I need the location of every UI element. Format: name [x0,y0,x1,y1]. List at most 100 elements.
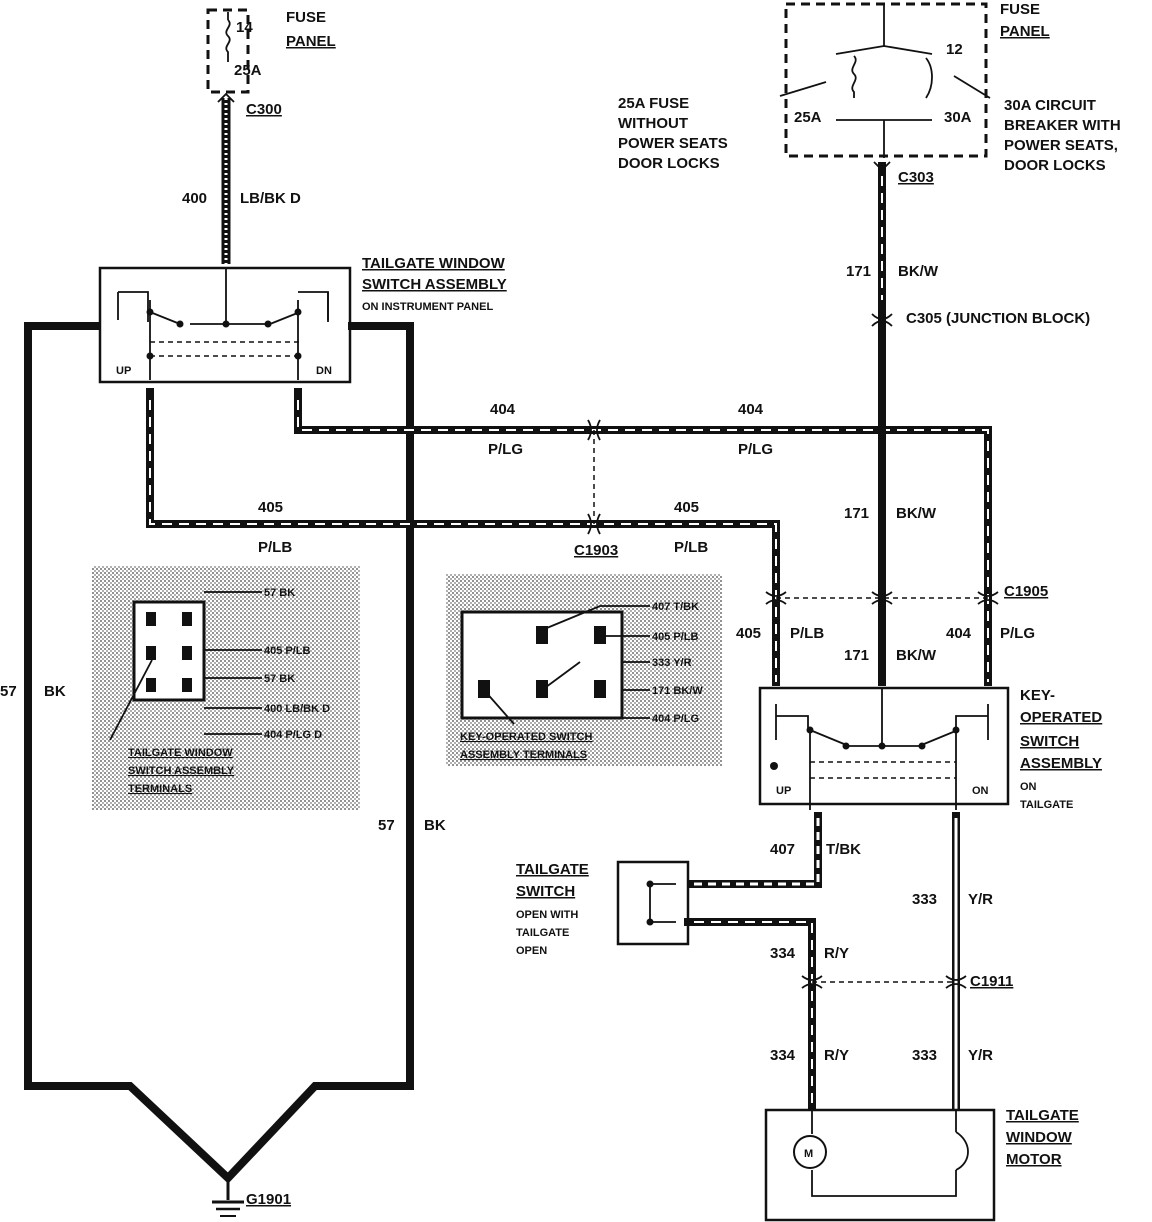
wire-57-loop: 57 BK 57 BK [0,322,446,1184]
svg-text:G1901: G1901 [246,1191,291,1208]
svg-text:405 P/LB: 405 P/LB [652,631,699,643]
svg-text:FUSE: FUSE [1000,1,1040,18]
svg-text:Y/R: Y/R [968,1047,993,1064]
svg-text:400 LB/BK D: 400 LB/BK D [264,703,330,715]
svg-text:SWITCH ASSEMBLY: SWITCH ASSEMBLY [128,765,235,777]
svg-text:171: 171 [844,647,869,664]
svg-text:OPERATED: OPERATED [1020,709,1102,726]
svg-text:C303: C303 [898,169,934,186]
svg-text:P/LB: P/LB [258,539,292,556]
svg-text:SWITCH: SWITCH [516,883,575,900]
svg-text:ON INSTRUMENT PANEL: ON INSTRUMENT PANEL [362,301,493,313]
svg-text:57: 57 [0,683,17,700]
svg-text:57 BK: 57 BK [264,673,295,685]
tailgate-window-switch: UP DN TAILGATE WINDOW SWITCH ASSEMBLY ON… [98,255,507,384]
wire-333: 333 Y/R 333 Y/R [912,812,993,1110]
svg-text:334: 334 [770,1047,796,1064]
svg-text:25A FUSE: 25A FUSE [618,95,689,112]
svg-text:R/Y: R/Y [824,1047,849,1064]
tailgate-switch: TAILGATE SWITCH OPEN WITH TAILGATE OPEN [516,860,690,957]
fuse-note: 25A FUSE WITHOUT POWER SEATS DOOR LOCKS [618,95,728,172]
breaker-note: 30A CIRCUIT BREAKER WITH POWER SEATS, DO… [1004,97,1121,174]
key-operated-switch: UP ON KEY- OPERATED SWITCH ASSEMBLY ON T… [758,686,1102,811]
svg-text:PANEL: PANEL [286,33,336,50]
svg-text:404: 404 [946,625,972,642]
svg-text:ASSEMBLY: ASSEMBLY [1020,755,1102,772]
svg-text:POWER SEATS,: POWER SEATS, [1004,137,1118,154]
svg-text:171: 171 [844,505,869,522]
svg-text:KEY-: KEY- [1020,687,1055,704]
svg-text:POWER SEATS: POWER SEATS [618,135,728,152]
svg-text:25A: 25A [234,62,262,79]
svg-text:TAILGATE: TAILGATE [516,927,569,939]
svg-text:14: 14 [236,19,253,36]
svg-text:TAILGATE: TAILGATE [516,861,589,878]
svg-text:30A CIRCUIT: 30A CIRCUIT [1004,97,1096,114]
wire-171: 171 BK/W C305 (JUNCTION BLOCK) 171 BK/W [844,161,1090,686]
svg-text:12: 12 [946,41,963,58]
svg-text:404: 404 [738,401,764,418]
svg-text:171: 171 [846,263,871,280]
svg-text:25A: 25A [794,109,822,126]
svg-text:OPEN: OPEN [516,945,547,957]
svg-text:TAILGATE WINDOW: TAILGATE WINDOW [128,747,233,759]
svg-text:BK: BK [44,683,66,700]
svg-text:333 Y/R: 333 Y/R [652,657,692,669]
svg-text:BK/W: BK/W [896,505,937,522]
left-terminals-inset: 57 BK 405 P/LB 57 BK 400 LB/BK D 404 P/L… [92,566,360,810]
svg-text:TAILGATE: TAILGATE [1020,799,1073,811]
svg-text:DOOR LOCKS: DOOR LOCKS [1004,157,1106,174]
svg-text:P/LG: P/LG [1000,625,1035,642]
wire-334: 334 R/Y 334 R/Y [684,918,849,1114]
svg-text:M: M [804,1148,813,1160]
svg-text:405: 405 [736,625,761,642]
svg-text:334: 334 [770,945,796,962]
svg-text:171 BK/W: 171 BK/W [652,685,703,697]
svg-text:MOTOR: MOTOR [1006,1151,1062,1168]
svg-text:333: 333 [912,891,937,908]
svg-text:ON: ON [972,785,989,797]
svg-text:C1903: C1903 [574,542,618,559]
svg-text:57: 57 [378,817,395,834]
svg-text:R/Y: R/Y [824,945,849,962]
svg-text:ASSEMBLY TERMINALS: ASSEMBLY TERMINALS [460,749,587,761]
svg-text:P/LB: P/LB [790,625,824,642]
svg-text:405 P/LB: 405 P/LB [264,645,311,657]
svg-text:400: 400 [182,190,207,207]
svg-text:TAILGATE: TAILGATE [1006,1107,1079,1124]
svg-text:407 T/BK: 407 T/BK [652,601,699,613]
wire-405: 405 P/LB 405 P/LB [146,388,780,686]
svg-text:UP: UP [116,365,131,377]
svg-text:C305 (JUNCTION BLOCK): C305 (JUNCTION BLOCK) [906,310,1090,327]
svg-text:KEY-OPERATED SWITCH: KEY-OPERATED SWITCH [460,731,592,743]
svg-text:404 P/LG D: 404 P/LG D [264,729,322,741]
svg-text:SWITCH: SWITCH [1020,733,1079,750]
svg-text:BK/W: BK/W [898,263,939,280]
svg-text:TAILGATE WINDOW: TAILGATE WINDOW [362,255,506,272]
right-fuse-panel: 12 25A 30A FUSE PANEL C303 [779,1,1050,186]
tailgate-window-motor: M TAILGATE WINDOW MOTOR [764,1107,1079,1222]
svg-text:404: 404 [490,401,516,418]
svg-text:333: 333 [912,1047,937,1064]
svg-text:30A: 30A [944,109,972,126]
svg-text:PANEL: PANEL [1000,23,1050,40]
svg-text:TERMINALS: TERMINALS [128,783,192,795]
svg-text:P/LG: P/LG [738,441,773,458]
svg-text:SWITCH ASSEMBLY: SWITCH ASSEMBLY [362,276,507,293]
svg-text:404 P/LG: 404 P/LG [652,713,699,725]
connector-c1903: C1903 [574,419,618,559]
svg-text:BK/W: BK/W [896,647,937,664]
svg-text:405: 405 [674,499,699,516]
svg-text:P/LG: P/LG [488,441,523,458]
center-terminals-inset: 407 T/BK 405 P/LB 333 Y/R 171 BK/W 404 P… [446,574,722,766]
svg-text:T/BK: T/BK [826,841,861,858]
svg-text:DOOR LOCKS: DOOR LOCKS [618,155,720,172]
connector-c1905: C1905 [765,583,1048,605]
svg-text:407: 407 [770,841,795,858]
svg-text:C300: C300 [246,101,282,118]
svg-text:405: 405 [258,499,283,516]
svg-text:Y/R: Y/R [968,891,993,908]
connector-c1911: C1911 [801,973,1013,990]
svg-text:WITHOUT: WITHOUT [618,115,688,132]
